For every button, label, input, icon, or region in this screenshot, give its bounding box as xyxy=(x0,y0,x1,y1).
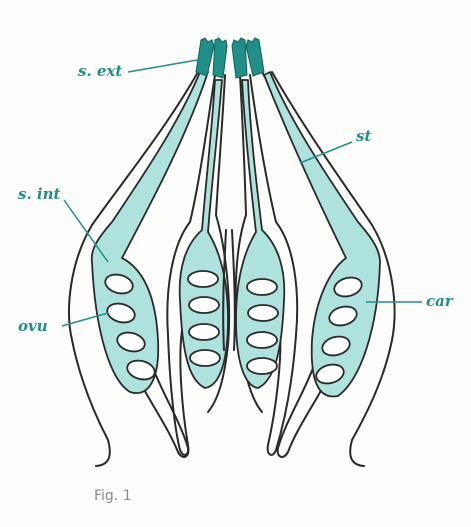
label-s-ext: s. ext xyxy=(78,62,122,80)
ovules-outer-right xyxy=(315,276,363,385)
ovule xyxy=(321,335,351,357)
stigma-1 xyxy=(195,37,215,77)
carpel-inner-left-tissue xyxy=(178,79,229,389)
ovule xyxy=(188,323,220,341)
ovule xyxy=(106,302,136,324)
central-column xyxy=(222,229,236,351)
leader-ovu xyxy=(61,312,109,327)
ovule xyxy=(247,304,279,322)
leader-s-ext xyxy=(127,59,198,73)
carpel-inner-left xyxy=(166,74,231,456)
ovule xyxy=(246,331,278,349)
ovule xyxy=(246,357,278,375)
label-ovu: ovu xyxy=(18,317,48,335)
ovules-outer-left xyxy=(104,273,156,381)
label-car: car xyxy=(426,292,454,310)
label-st: st xyxy=(356,127,371,145)
ovule xyxy=(328,305,358,327)
carpel-inner-right xyxy=(234,74,299,456)
ovule xyxy=(116,331,146,353)
stigma-2 xyxy=(212,37,228,79)
ovule xyxy=(126,359,156,381)
ovules-inner-right xyxy=(246,278,279,375)
ovule xyxy=(315,363,345,385)
leader-st xyxy=(299,141,353,164)
ovule xyxy=(246,278,278,296)
stigmas xyxy=(195,37,265,79)
figure-caption: Fig. 1 xyxy=(94,488,132,504)
stigma-3 xyxy=(231,37,248,79)
ovules-inner-left xyxy=(187,270,221,367)
label-s-int: s. int xyxy=(18,185,60,203)
stigma-4 xyxy=(245,37,265,77)
ovule xyxy=(333,276,363,298)
ovule xyxy=(189,349,221,367)
ovule xyxy=(188,296,220,314)
carpel-outer-right xyxy=(261,71,396,467)
ovule xyxy=(187,270,219,288)
leader-s-int xyxy=(63,199,109,263)
carpel-outer-left xyxy=(68,71,209,467)
ovule xyxy=(104,273,134,295)
